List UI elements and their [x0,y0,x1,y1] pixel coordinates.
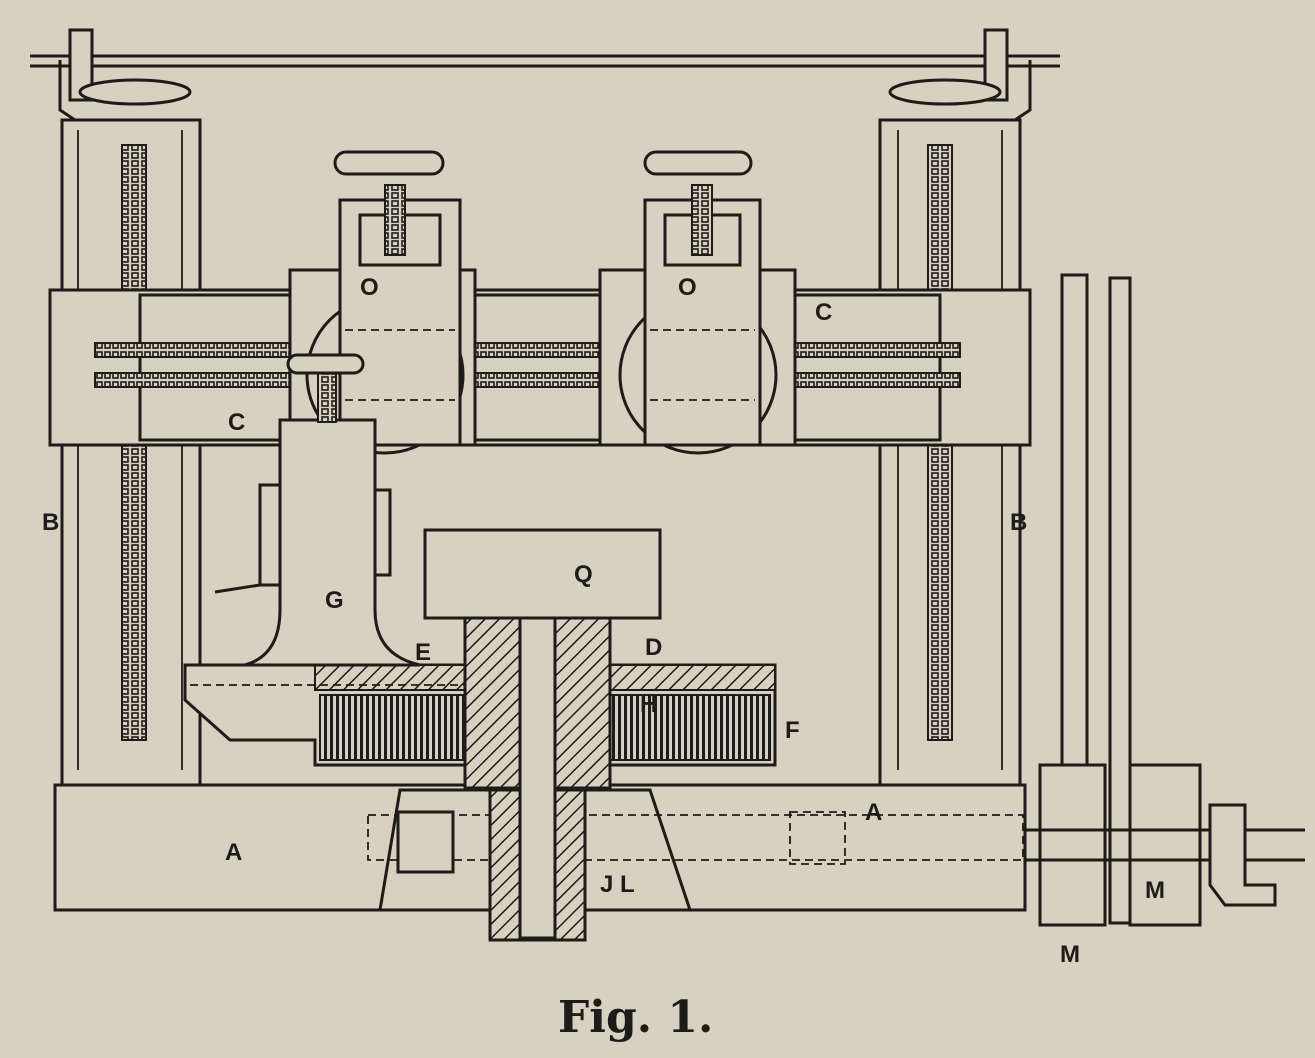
tool-post [214,353,421,667]
column-right [878,118,1022,787]
figure-caption: Fig. 1. [558,992,713,1043]
label-f: F [785,717,800,744]
crossbeam [48,268,1032,455]
top-shaft [30,28,1060,122]
label-o-left: O [360,274,379,301]
label-m-right: M [1145,877,1165,904]
pulleys [1025,273,1305,927]
saddle-left [333,150,462,447]
saddle-right [643,150,762,447]
labels: A A B B C C D E F G H J L M M O O Q [42,274,1165,968]
label-g: G [325,587,344,614]
label-d: D [645,634,662,661]
label-o-right: O [678,274,697,301]
label-c-lower: C [228,409,245,436]
label-jl: J L [600,871,635,898]
label-a-right: A [865,799,882,826]
label-c-upper: C [815,299,832,326]
label-m-lower: M [1060,941,1080,968]
column-left [60,118,202,787]
label-b-right: B [1010,509,1027,536]
label-h: H [640,691,657,718]
label-b-left: B [42,509,59,536]
label-a-left: A [225,839,242,866]
label-q: Q [574,561,593,588]
label-e: E [415,639,431,666]
spindle [423,528,662,942]
